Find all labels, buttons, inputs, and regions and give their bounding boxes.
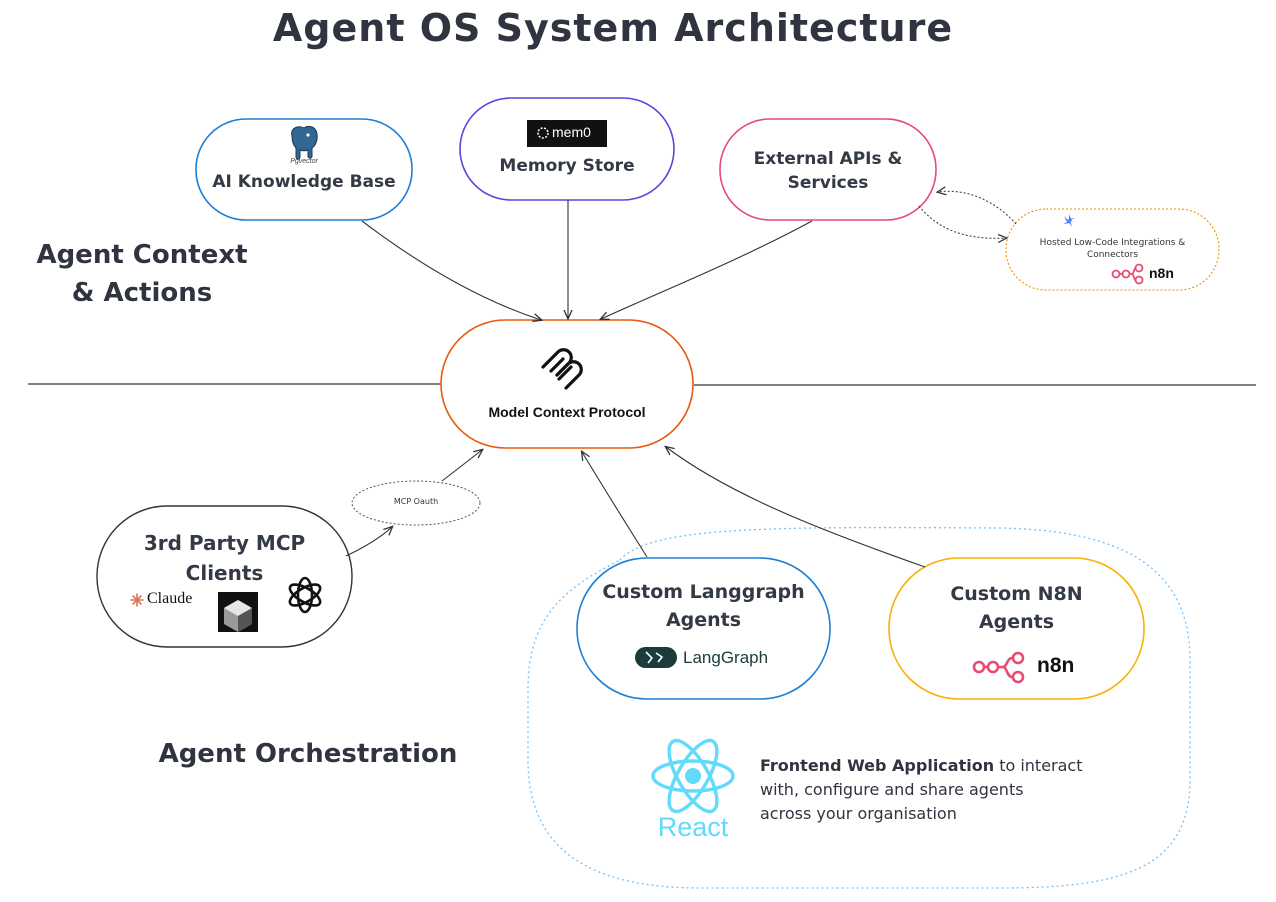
third-party-label-line1: 3rd Party MCP: [143, 531, 306, 555]
arrow-langgraph-to-mcp: [582, 452, 648, 558]
section-context-actions-line1: Agent Context: [36, 240, 248, 270]
react-logo-icon: [651, 738, 735, 814]
low-code-label-line2: Connectors: [1086, 250, 1139, 260]
orchestration-container: [527, 526, 1191, 889]
mcp-logo-icon: [541, 348, 583, 390]
arrow-knowledge-to-mcp: [361, 220, 541, 320]
mem0-logo-icon: [527, 120, 607, 147]
arrow-external-to-lowcode: [918, 205, 1006, 238]
low-code-node[interactable]: [1005, 208, 1220, 291]
third-party-label-line2: Clients: [185, 561, 264, 585]
low-code-n8n-text: n8n: [1149, 265, 1174, 281]
pgvector-caption: Pgvector: [290, 158, 318, 165]
memory-store-label: Memory Store: [499, 156, 635, 176]
section-context-actions: Agent Context & Actions: [22, 236, 262, 312]
low-code-label: Hosted Low-Code Integrations & Connector…: [1006, 237, 1219, 261]
arrow-n8n-to-mcp: [666, 447, 926, 568]
arrow-oauth-to-mcp: [441, 450, 482, 482]
n8n-logo-icon: [1111, 263, 1144, 285]
langgraph-logo-text: LangGraph: [683, 648, 769, 667]
low-code-label-line1: Hosted Low-Code Integrations &: [1039, 238, 1186, 248]
knowledge-base-node[interactable]: [195, 118, 413, 221]
frontend-description-bold: Frontend Web Application: [760, 756, 995, 775]
memory-store-node[interactable]: [459, 97, 675, 201]
mem0-logo-text: mem0: [552, 124, 591, 140]
cursor-logo-icon: [218, 592, 258, 632]
third-party-node[interactable]: [96, 505, 353, 648]
section-context-actions-line2: & Actions: [71, 278, 213, 308]
frontend-description-line2: with, configure and share agents: [760, 780, 1024, 799]
langgraph-label-line1: Custom Langgraph: [602, 581, 805, 603]
claude-logo-text: Claude: [147, 590, 193, 607]
third-party-label: 3rd Party MCP Clients: [97, 528, 352, 588]
frontend-description-rest: to interact: [994, 756, 1083, 775]
n8n-agents-label-line2: Agents: [978, 611, 1055, 633]
external-apis-label: External APIs & Services: [720, 147, 936, 195]
low-code-logo-icon: [1063, 214, 1075, 227]
mcp-label: Model Context Protocol: [488, 404, 646, 420]
arrow-lowcode-to-external: [938, 191, 1017, 225]
arrow-third-party-to-oauth: [345, 527, 392, 557]
frontend-description-line3: across your organisation: [760, 804, 957, 823]
react-logo-text: React: [657, 812, 729, 842]
langgraph-logo-icon: [635, 647, 677, 668]
n8n-agents-label: Custom N8N Agents: [889, 580, 1144, 636]
section-orchestration: Agent Orchestration: [158, 739, 458, 769]
n8n-agents-node[interactable]: [888, 557, 1145, 700]
mcp-oauth-label: MCP Oauth: [393, 497, 439, 506]
knowledge-base-label: AI Knowledge Base: [212, 172, 396, 192]
page-title: Agent OS System Architecture: [272, 6, 954, 50]
n8n-agents-label-line1: Custom N8N: [950, 583, 1083, 605]
mcp-oauth-node[interactable]: [351, 480, 481, 526]
arrow-external-to-mcp: [601, 220, 813, 319]
external-apis-label-line1: External APIs &: [753, 149, 903, 169]
external-apis-label-line2: Services: [787, 173, 869, 193]
frontend-description: Frontend Web Application to interact wit…: [760, 754, 1180, 826]
external-apis-node[interactable]: [719, 118, 937, 221]
openai-logo-icon: [288, 576, 322, 614]
langgraph-label: Custom Langgraph Agents: [577, 578, 830, 634]
n8n-agents-logo-text: n8n: [1037, 654, 1075, 677]
n8n-logo-icon: [972, 651, 1025, 684]
langgraph-label-line2: Agents: [665, 609, 742, 631]
postgres-elephant-icon: [291, 125, 318, 160]
claude-logo-icon: [130, 593, 144, 607]
mcp-node[interactable]: [440, 319, 694, 449]
